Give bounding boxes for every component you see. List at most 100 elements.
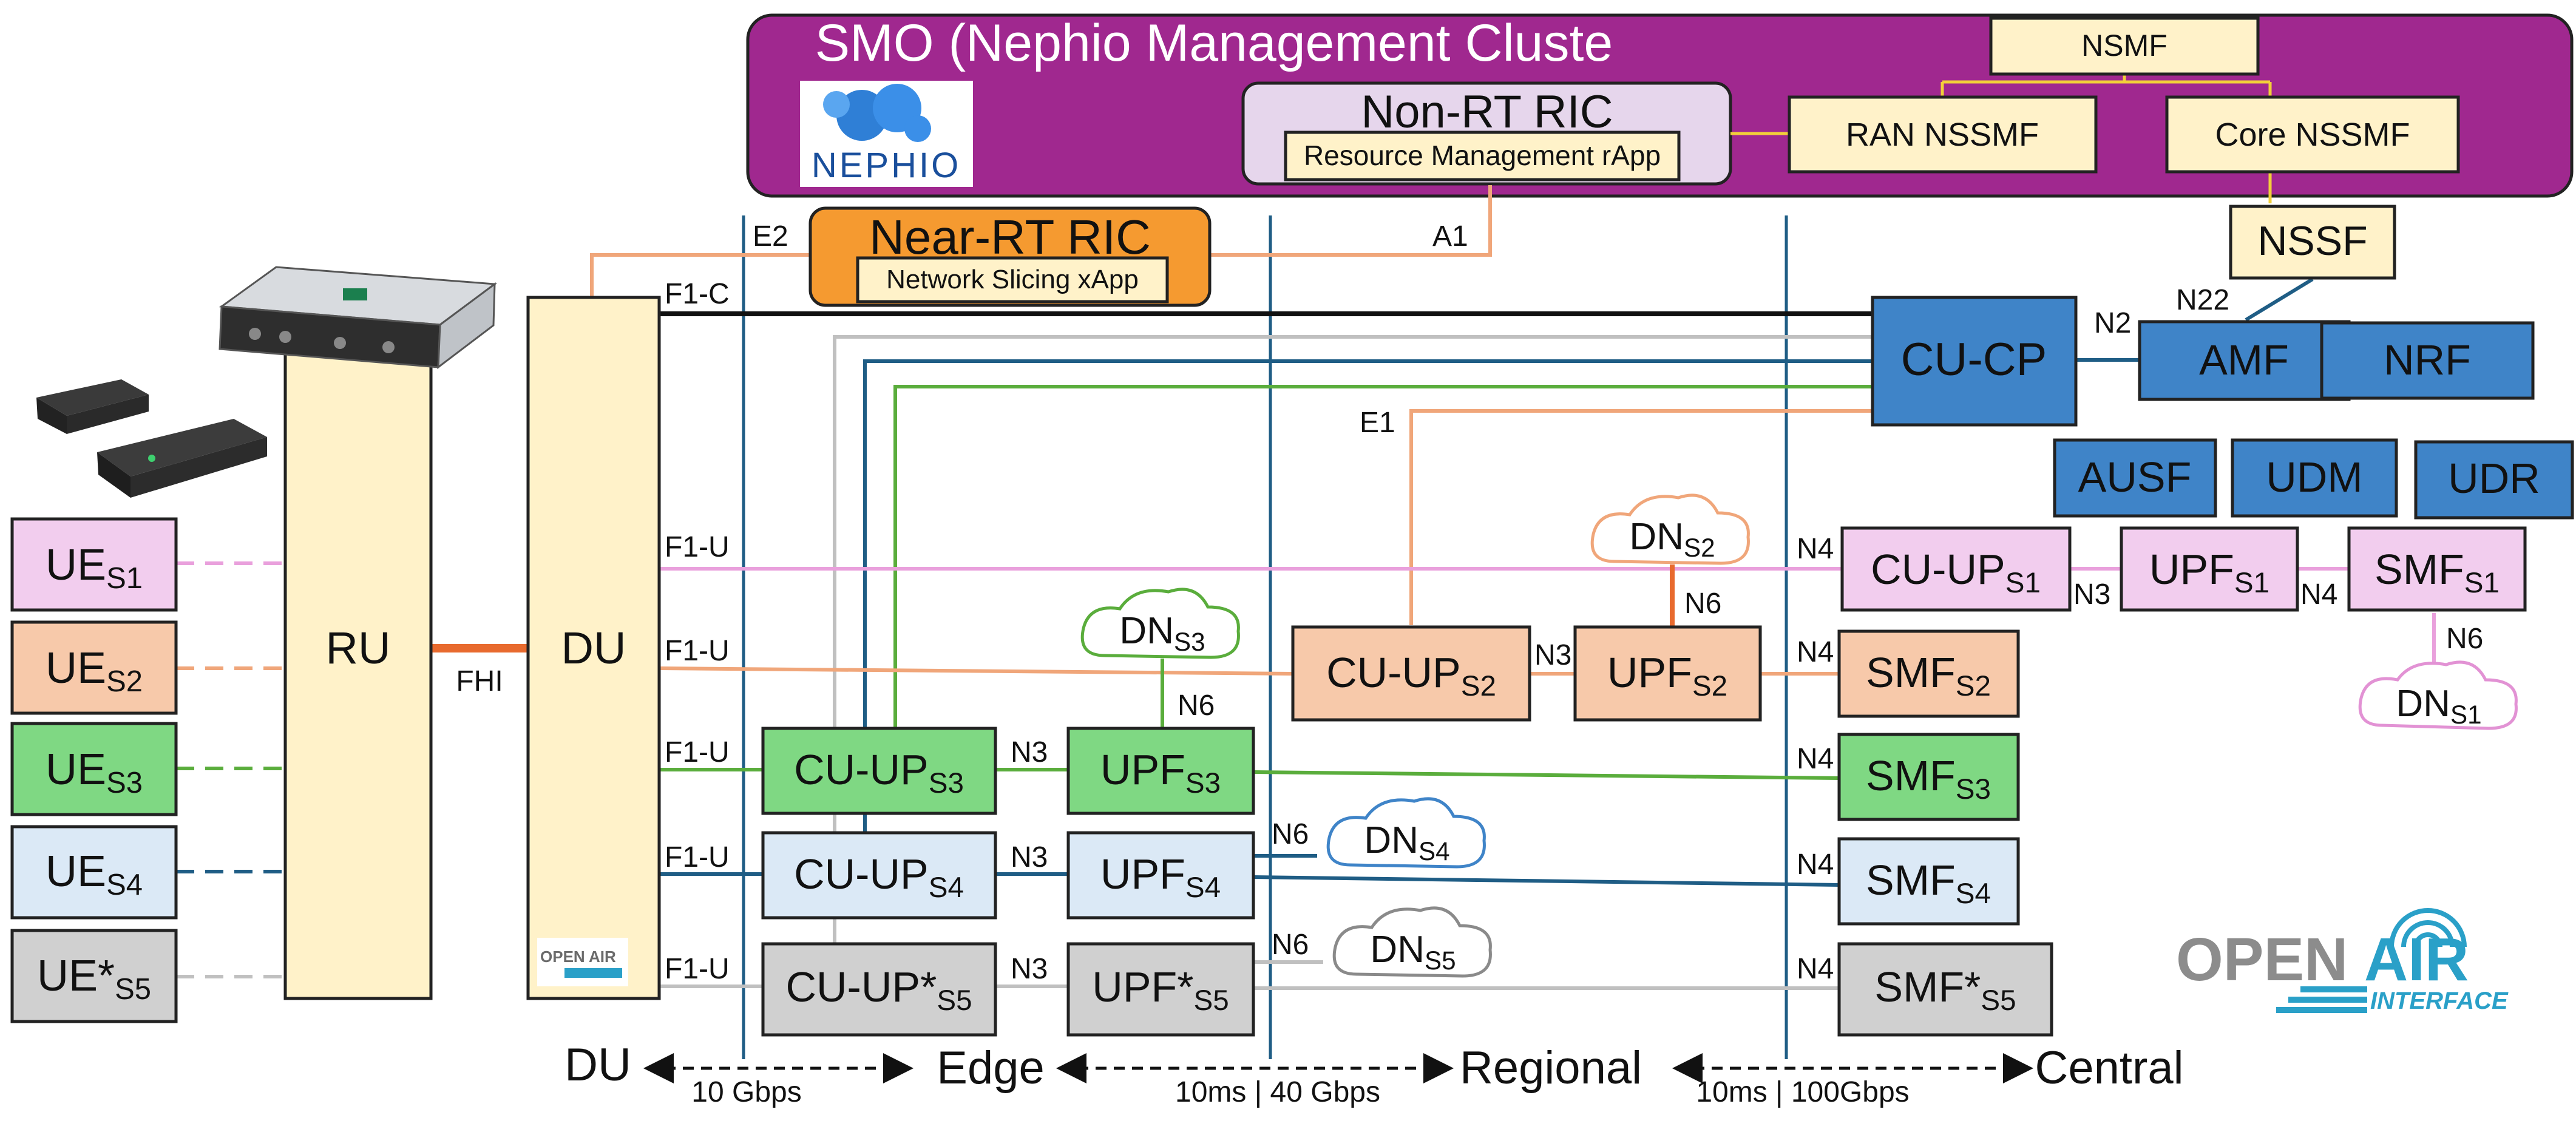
ru-label: RU: [326, 623, 391, 673]
f1u-s3-label: F1-U: [665, 736, 730, 768]
udr-box[interactable]: UDR: [2414, 440, 2574, 520]
slice-links: [176, 561, 2436, 990]
cuup-s2-box[interactable]: CU-UPS2: [1291, 625, 1531, 722]
ue-s5-box[interactable]: UE*S5: [10, 929, 178, 1023]
cuup-s4-label: CU-UPS4: [794, 850, 964, 904]
n4-s4-label: N4: [1797, 849, 1834, 881]
zone-labels: DU Edge Regional Central 10 Gbps 10ms | …: [564, 1039, 2183, 1108]
cuup-s4-box[interactable]: CU-UPS4: [761, 831, 997, 920]
dn-s4-cloud[interactable]: DNS4: [1326, 797, 1486, 869]
ue-s1-box[interactable]: UES1: [10, 517, 178, 612]
non-rt-ric[interactable]: Non-RT RIC Resource Management rApp: [1241, 81, 1732, 186]
nrf[interactable]: NRF: [2320, 321, 2535, 400]
near-rt-ric[interactable]: Near-RT RIC Network Slicing xApp: [808, 206, 1212, 307]
nssf-label: NSSF: [2257, 218, 2367, 264]
nephio-logo-text: NEPHIO: [812, 146, 961, 185]
non-rt-ric-label: Non-RT RIC: [1361, 86, 1613, 138]
upf-s5-label: UPF*S5: [1092, 963, 1229, 1017]
upf-s2-box[interactable]: UPFS2: [1573, 625, 1762, 722]
ran-nssmf-box[interactable]: RAN NSSMF: [1788, 95, 2098, 174]
ue-s4-box[interactable]: UES4: [10, 825, 178, 920]
ausf-box[interactable]: AUSF: [2053, 438, 2217, 518]
amf-box[interactable]: AMF: [2138, 320, 2351, 401]
smf-s4-box[interactable]: SMFS4: [1837, 837, 2020, 926]
cu-cp-label: CU-CP: [1901, 334, 2047, 385]
smf-s3-label: SMFS3: [1866, 752, 1991, 805]
f1c-label: F1-C: [665, 278, 730, 310]
network-slicing-xapp[interactable]: [856, 256, 1169, 303]
dn-s2-cloud[interactable]: DNS2: [1590, 493, 1750, 565]
svg-text:OPEN AIR: OPEN AIR: [540, 947, 616, 966]
core-nssmf-label: Core NSSMF: [2215, 117, 2410, 153]
zone-central-label: Central: [2035, 1042, 2184, 1094]
oai-logo-open: OPEN: [2176, 926, 2348, 994]
near-rt-ric-label: Near-RT RIC: [869, 210, 1151, 264]
dn-s4-label: DNS4: [1364, 819, 1449, 866]
f1u-s1-label: F1-U: [665, 531, 730, 563]
n3-s2-label: N3: [1534, 639, 1571, 671]
ru-box[interactable]: RU: [283, 338, 433, 1000]
n6-s4-label: N6: [1272, 818, 1309, 850]
n6-s2-label: N6: [1684, 588, 1721, 620]
nsmf-box[interactable]: NSMF: [1989, 16, 2260, 76]
udm-box[interactable]: UDM: [2231, 438, 2398, 518]
smf-s2-label: SMFS2: [1866, 649, 1991, 702]
network-slicing-xapp-label: Network Slicing xApp: [886, 265, 1139, 294]
n3-s1-label: N3: [2073, 578, 2110, 611]
ue-devices-icon: [36, 379, 267, 498]
dn-s5-cloud[interactable]: DNS5: [1332, 906, 1492, 978]
ue-s2-label: UES2: [46, 644, 143, 698]
nephio-logo: NEPHIO: [800, 81, 973, 187]
cu-cp-box[interactable]: CU-CP: [1871, 296, 2078, 427]
smf-s1-box[interactable]: SMFS1: [2347, 526, 2527, 612]
cuup-s3-label: CU-UPS3: [794, 746, 964, 799]
cuup-s5-label: CU-UP*S5: [785, 963, 972, 1017]
n4-s5-label: N4: [1797, 953, 1834, 985]
du-box[interactable]: DU: [526, 296, 661, 1000]
dn-s1-label: DNS1: [2396, 683, 2481, 729]
n6-s5-label: N6: [1272, 929, 1309, 961]
resource-management-rapp[interactable]: [1284, 130, 1681, 181]
upf-s3-box[interactable]: UPFS3: [1066, 727, 1255, 815]
oai-logo-air: AIR: [2364, 926, 2469, 994]
cuup-s3-box[interactable]: CU-UPS3: [761, 727, 997, 815]
ue-s1-label: UES1: [46, 541, 143, 595]
upf-s5-box[interactable]: UPF*S5: [1066, 942, 1255, 1037]
n6-s3-label: N6: [1178, 690, 1215, 722]
upf-s2-label: UPFS2: [1607, 649, 1727, 702]
f1u-s5-label: F1-U: [665, 953, 730, 985]
resource-management-rapp-label: Resource Management rApp: [1304, 140, 1661, 171]
cuup-s2-label: CU-UPS2: [1326, 649, 1496, 702]
core-nssmf-box[interactable]: Core NSSMF: [2165, 95, 2460, 174]
zone-du-label: DU: [564, 1039, 631, 1091]
nsmf-label: NSMF: [2081, 29, 2168, 63]
oai-logo-interface: INTERFACE: [2370, 988, 2509, 1014]
nsmf-connectors: [1730, 74, 2272, 203]
e2-label: E2: [753, 220, 788, 252]
dn-s3-cloud[interactable]: DNS3: [1080, 588, 1240, 659]
cuup-s5-box[interactable]: CU-UP*S5: [761, 942, 997, 1037]
n22-label: N22: [2176, 284, 2229, 316]
n4-s3-label: N4: [1797, 743, 1834, 775]
upf-s4-box[interactable]: UPFS4: [1066, 831, 1255, 920]
dn-s5-label: DNS5: [1370, 929, 1456, 975]
ue-s2-box[interactable]: UES2: [10, 620, 178, 715]
cuup-s1-label: CU-UPS1: [1871, 546, 2041, 599]
du-label: DU: [561, 623, 626, 673]
openairinterface-logo: OPEN AIR INTERFACE: [2176, 908, 2509, 1014]
smf-s5-box[interactable]: SMF*S5: [1837, 942, 2053, 1037]
du-oai-badge: OPEN AIR: [537, 938, 628, 986]
dn-s1-cloud[interactable]: DNS1: [2358, 660, 2518, 730]
nssf-box[interactable]: NSSF: [2229, 205, 2396, 280]
ue-s4-label: UES4: [46, 847, 143, 901]
smf-s2-box[interactable]: SMFS2: [1837, 629, 2020, 718]
e1-label: E1: [1360, 407, 1395, 439]
zone-edge-label: Edge: [937, 1042, 1045, 1094]
ue-s3-box[interactable]: UES3: [10, 722, 178, 816]
a1-label: A1: [1432, 220, 1468, 252]
interface-labels: E2 A1 F1-C E1 N2 N22 F1-U F1-U F1-U F1-U…: [665, 220, 2483, 985]
upf-s1-box[interactable]: UPFS1: [2120, 526, 2299, 612]
cuup-s1-box[interactable]: CU-UPS1: [1840, 526, 2072, 612]
smf-s3-box[interactable]: SMFS3: [1837, 733, 2020, 821]
